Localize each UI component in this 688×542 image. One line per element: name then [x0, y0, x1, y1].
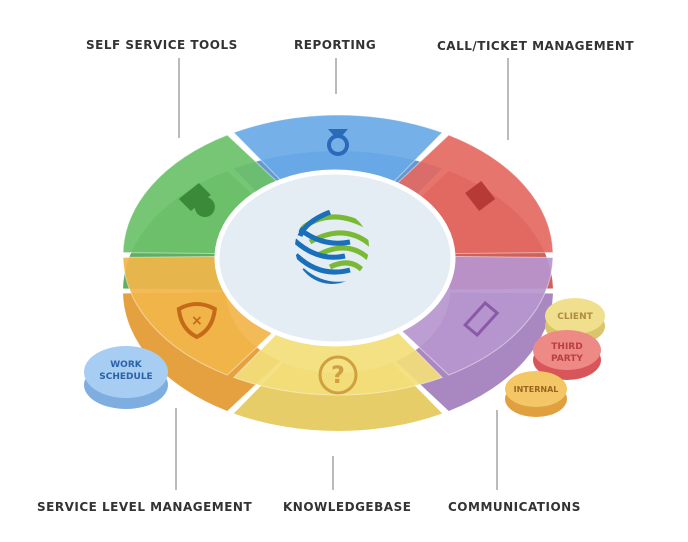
label-reporting: REPORTING — [294, 38, 377, 52]
internal-pill[interactable]: INTERNAL — [505, 371, 567, 417]
third-party-label-1: THIRD — [551, 342, 582, 352]
label-knowledgebase: KNOWLEDGEBASE — [283, 500, 412, 514]
client-label: CLIENT — [557, 312, 593, 322]
internal-label: INTERNAL — [514, 385, 559, 394]
work-schedule-label-1: WORK — [110, 360, 143, 370]
third-party-pill[interactable]: THIRD PARTY — [533, 330, 601, 380]
work-schedule-label-2: SCHEDULE — [99, 372, 152, 382]
svg-text:?: ? — [331, 361, 345, 389]
question-icon: ? — [318, 355, 358, 395]
ribbon-medal-icon — [327, 129, 349, 156]
svg-text:×: × — [191, 313, 203, 329]
label-communications: COMMUNICATIONS — [448, 500, 581, 514]
third-party-label-2: PARTY — [551, 354, 583, 364]
label-self-service-tools: SELF SERVICE TOOLS — [86, 38, 238, 52]
label-service-level-management: SERVICE LEVEL MANAGEMENT — [37, 500, 253, 514]
tools-icon — [178, 183, 215, 217]
label-call-ticket-management: CALL/TICKET MANAGEMENT — [437, 39, 635, 53]
work-schedule-pill[interactable]: WORK SCHEDULE — [84, 346, 168, 409]
shield-icon: × — [176, 302, 217, 340]
note-card-icon — [462, 300, 500, 338]
ticket-tag-icon — [465, 181, 496, 211]
